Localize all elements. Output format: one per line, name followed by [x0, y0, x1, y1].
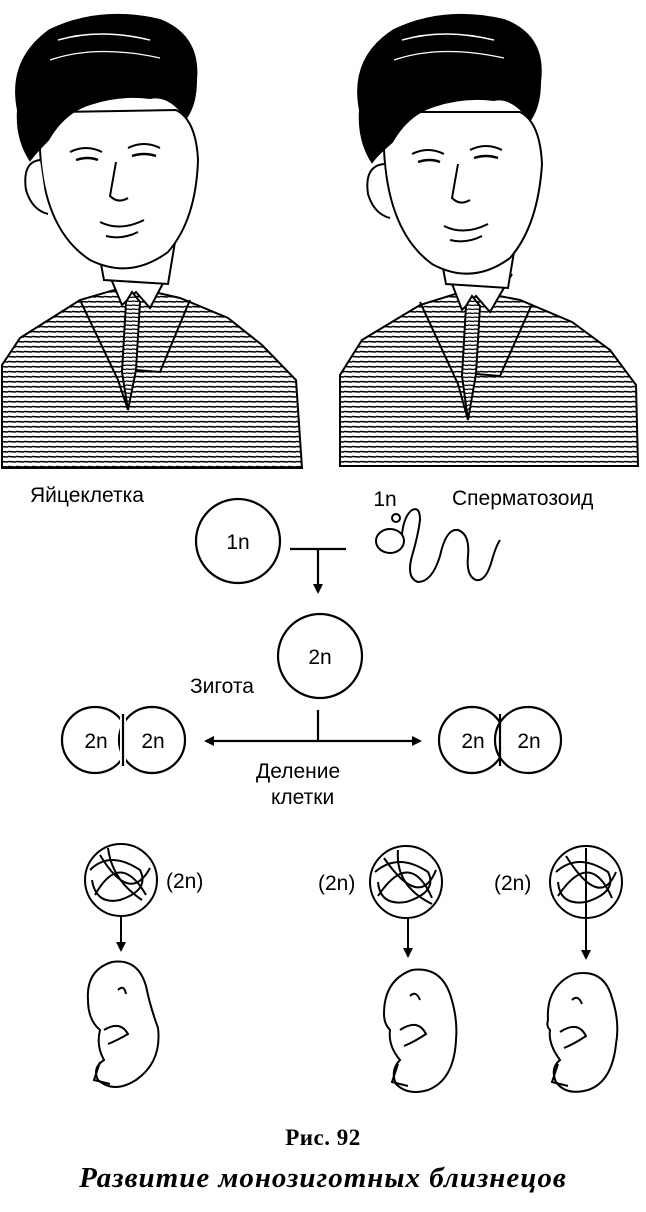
division-label-line1: Деление	[256, 760, 341, 783]
fertilization-connector	[290, 547, 346, 594]
embryo-ploidy-label: (2n)	[318, 872, 355, 895]
cell-ploidy-label: 2n	[461, 730, 484, 753]
sperm-label: Сперматозоид	[452, 487, 594, 510]
embryo-ploidy-label: (2n)	[494, 872, 531, 895]
right-twin-portrait	[339, 13, 640, 467]
figure-number: Рис. 92	[285, 1125, 361, 1150]
egg-cell	[194, 497, 282, 585]
zygote-label: Зигота	[190, 675, 254, 698]
two-cell-stage-right	[437, 705, 563, 775]
embryo-column-1	[84, 843, 160, 1088]
division-label-line2: клетки	[271, 786, 335, 809]
figure-caption: Развитие монозиготных близнецов	[79, 1162, 567, 1194]
sperm-cell	[375, 508, 501, 584]
division-arrows	[204, 710, 422, 746]
left-twin-portrait	[1, 13, 304, 469]
cell-ploidy-label: 2n	[84, 730, 107, 753]
sperm-ploidy-label: 1n	[373, 488, 396, 511]
zygote-ploidy-label: 2n	[308, 646, 331, 669]
cell-ploidy-label: 2n	[517, 730, 540, 753]
egg-ploidy-label: 1n	[226, 531, 249, 554]
cell-ploidy-label: 2n	[141, 730, 164, 753]
two-cell-stage-left	[60, 705, 187, 775]
embryo-column-3	[546, 845, 623, 1093]
embryo-ploidy-label: (2n)	[166, 870, 203, 893]
egg-label: Яйцеклетка	[30, 484, 144, 507]
embryo-column-2	[369, 845, 458, 1093]
zygote-cell	[276, 612, 364, 700]
